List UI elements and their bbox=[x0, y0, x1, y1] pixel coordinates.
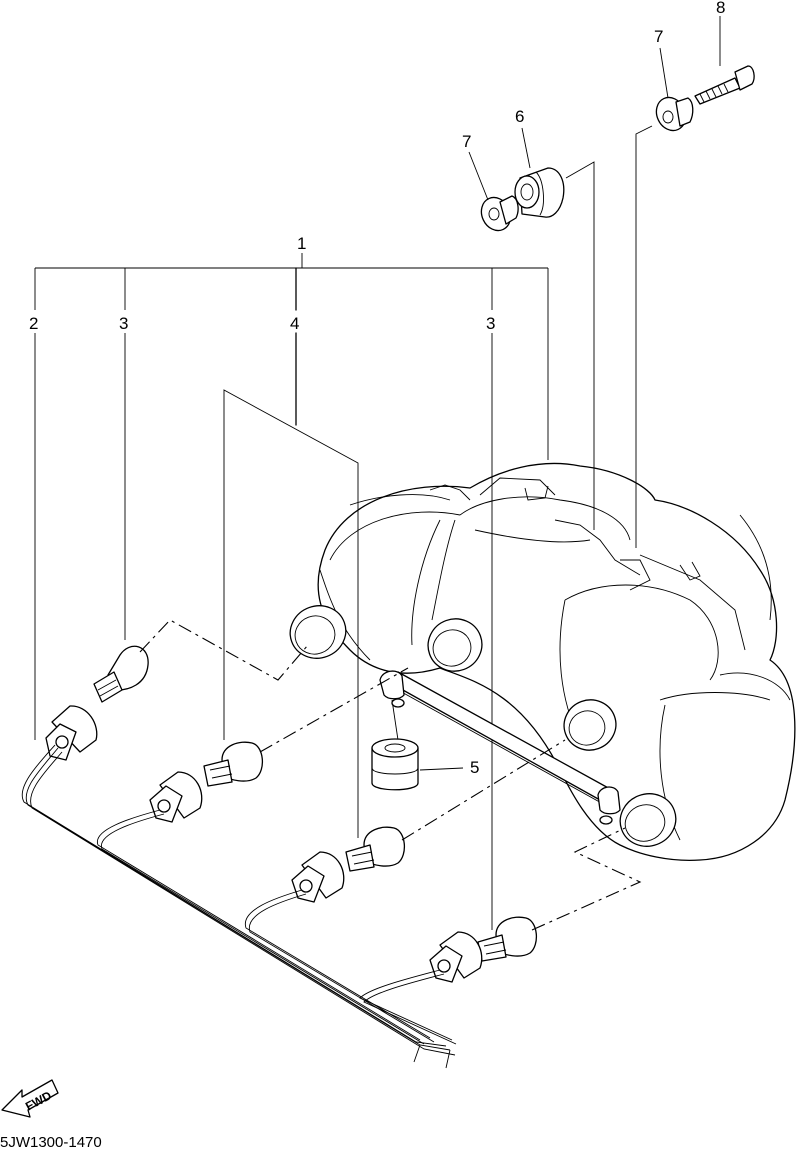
callout-2: 2 bbox=[29, 314, 38, 333]
callout-8: 8 bbox=[716, 0, 725, 17]
fwd-arrow: FWD bbox=[1, 1079, 59, 1118]
socket-ring-3 bbox=[563, 699, 617, 751]
bulb-holder-3 bbox=[291, 851, 345, 903]
bolt-part-8 bbox=[694, 16, 755, 105]
bulb-part-3-upper bbox=[93, 645, 149, 703]
drawing-code: 5JW1300-1470 bbox=[0, 1134, 102, 1150]
bulb-part-4-lower bbox=[203, 741, 263, 787]
bulb-part-4-right bbox=[345, 826, 405, 872]
damper-part-6 bbox=[514, 127, 565, 218]
callout-tree-1 bbox=[34, 125, 653, 930]
callout-5: 5 bbox=[470, 758, 479, 777]
callout-7-left: 7 bbox=[462, 132, 471, 151]
grommet-part-5 bbox=[371, 738, 464, 791]
collar-part-7-left bbox=[468, 151, 519, 232]
bulb-holder-4 bbox=[429, 931, 483, 983]
callout-4: 4 bbox=[290, 314, 299, 333]
assembly-leaders bbox=[139, 619, 642, 931]
bulb-holder-1 bbox=[45, 705, 98, 761]
callout-3-left: 3 bbox=[119, 314, 128, 333]
bulb-holder-2 bbox=[149, 771, 203, 823]
callout-labels: 1 2 3 4 3 5 6 7 7 8 bbox=[29, 0, 725, 777]
headlight-housing bbox=[289, 462, 796, 861]
callout-7-right: 7 bbox=[654, 27, 663, 46]
socket-ring-1 bbox=[289, 605, 347, 659]
socket-ring-4 bbox=[619, 793, 677, 847]
collar-part-7-right bbox=[655, 47, 694, 132]
callout-3-right: 3 bbox=[486, 314, 495, 333]
socket-ring-2 bbox=[427, 618, 483, 672]
callout-6: 6 bbox=[515, 107, 524, 126]
wiring-harness bbox=[21, 744, 457, 1069]
callout-1: 1 bbox=[297, 234, 306, 253]
bulb-part-3-lower bbox=[477, 916, 537, 962]
